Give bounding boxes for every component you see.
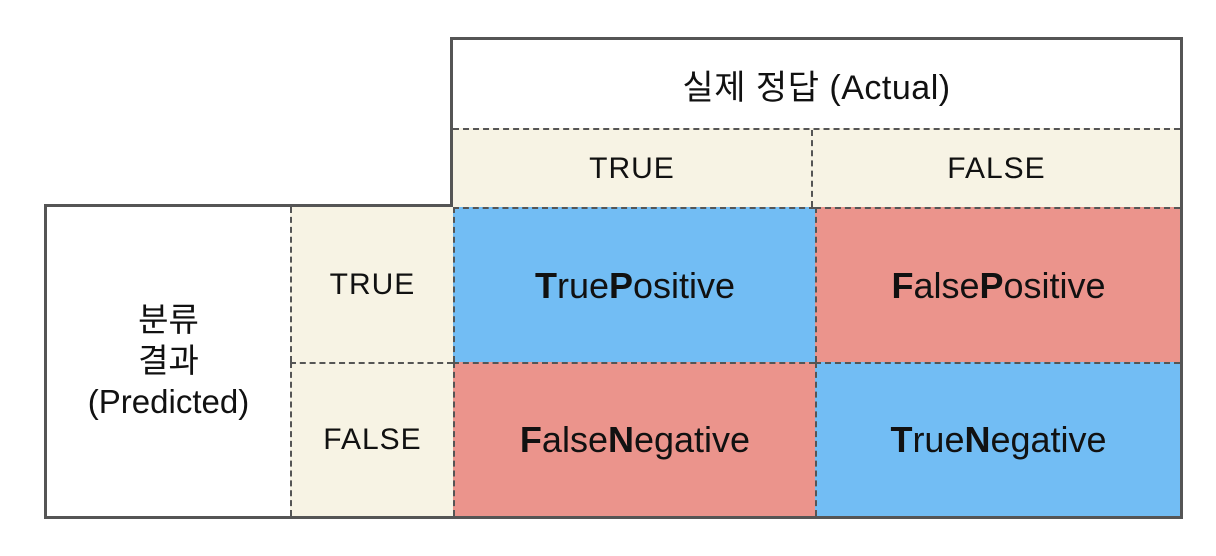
actual-header-box: 실제 정답 (Actual) TRUE FALSE [450,37,1183,207]
actual-column-false: FALSE [811,130,1180,207]
actual-column-true: TRUE [589,151,675,185]
actual-header-label: 실제 정답 (Actual) [453,40,1180,128]
predicted-header-label: 분류 결과 (Predicted) [47,207,290,516]
actual-subheader-row: TRUE FALSE [453,128,1180,207]
predicted-row-false: FALSE [290,362,453,516]
main-table-top-border [44,204,453,207]
predicted-header-line-1: 분류 [138,301,199,339]
predicted-row-true: TRUE [290,207,453,362]
predicted-header-line-3: (Predicted) [87,382,250,420]
predicted-header-line-2: 결과 [138,342,199,380]
